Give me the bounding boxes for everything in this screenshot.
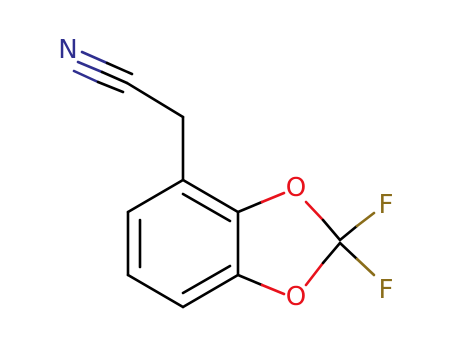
bond-c-o2-c [236, 273, 264, 287]
ring-bond-1-inner [181, 192, 232, 223]
bond-c-f1-c [338, 224, 359, 242]
bond-c-o2-o [260, 283, 286, 296]
triple-bond-line-3-c [96, 80, 125, 94]
triple-bond-line-3-n [72, 69, 100, 84]
ring-bond-3 [181, 273, 240, 309]
dioxole-ring [236, 191, 342, 296]
bond-o2-cf2-o [304, 261, 325, 287]
atom-label-nitrogen: N [58, 35, 77, 65]
bond-c-f1-f [355, 211, 376, 228]
difluoro-bonds [338, 211, 376, 277]
triple-bond-line-2-n [80, 50, 109, 65]
atom-label-fluorine-1: F [379, 190, 394, 220]
atom-label-oxygen-1: O [286, 173, 306, 203]
bond-o2-cf2-c [321, 241, 342, 265]
bond-cn-ch2 [125, 81, 185, 119]
ring-bond-3-inner [181, 264, 232, 295]
triple-bond-line-2-c [105, 61, 134, 76]
ring-bond-4 [126, 273, 185, 309]
triple-bond-line-1-c [100, 70, 129, 85]
nitrile-triple-bond [72, 50, 134, 94]
atom-label-fluorine-2: F [379, 275, 394, 305]
triple-bond-line-1-n [76, 60, 104, 74]
bond-c-f2-c [338, 241, 359, 261]
bond-o1-cf2-o [304, 200, 325, 222]
atom-label-oxygen-2: O [286, 282, 306, 312]
bond-c-o1-c [236, 200, 264, 214]
bond-c-f2-f [355, 257, 376, 277]
ring-bond-6 [126, 178, 185, 214]
benzene-ring [126, 178, 240, 309]
ring-bond-1 [181, 178, 240, 214]
bond-c-o1-o [260, 191, 286, 204]
bond-o1-cf2-c [321, 218, 342, 242]
